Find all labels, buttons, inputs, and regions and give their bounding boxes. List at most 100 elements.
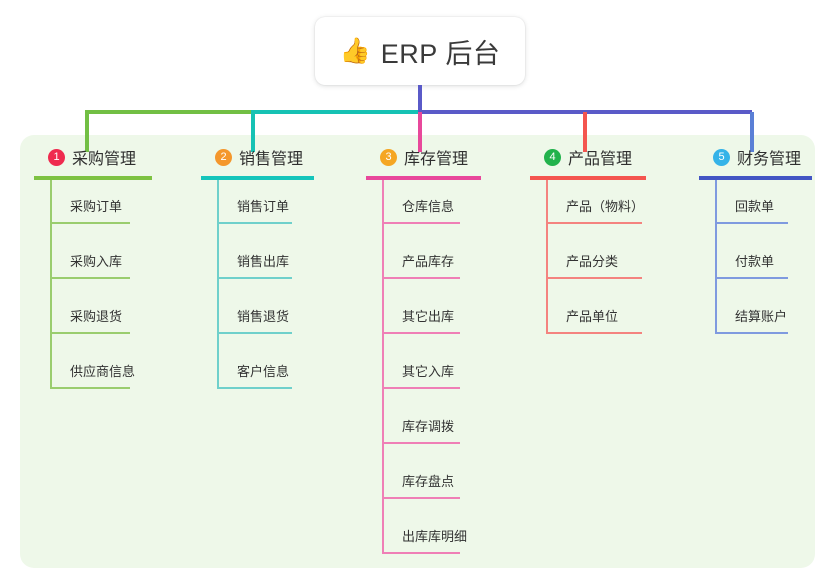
- list-item[interactable]: 产品库存: [364, 235, 481, 290]
- list-item[interactable]: 产品单位: [528, 290, 646, 345]
- list-item-label: 销售订单: [237, 199, 290, 214]
- column-sales: 2 销售管理销售订单销售出库销售退货客户信息: [199, 144, 314, 400]
- item-list-sales: 销售订单销售出库销售退货客户信息: [199, 180, 314, 400]
- list-item[interactable]: 采购订单: [32, 180, 152, 235]
- list-item-rule: [217, 332, 292, 334]
- list-item-label: 采购退货: [70, 309, 123, 324]
- column-header-rule-purchase: [34, 176, 152, 180]
- column-header-rule-product: [530, 176, 646, 180]
- list-item-rule: [50, 222, 130, 224]
- list-item-rule: [217, 222, 292, 224]
- root-title: ERP 后台: [380, 38, 501, 69]
- list-item-rule: [546, 222, 642, 224]
- root-node[interactable]: 👍 ERP 后台: [315, 17, 525, 85]
- column-title-inventory: 库存管理: [404, 151, 469, 168]
- list-item[interactable]: 库存盘点: [364, 455, 481, 510]
- list-item[interactable]: 采购入库: [32, 235, 152, 290]
- drop-inventory: [418, 112, 422, 152]
- list-item-rule: [217, 277, 292, 279]
- number-badge-inventory: 3: [380, 148, 397, 166]
- list-item-label: 客户信息: [237, 364, 290, 379]
- item-list-purchase: 采购订单采购入库采购退货供应商信息: [32, 180, 152, 400]
- column-header-rule-finance: [699, 176, 812, 180]
- list-item-rule: [715, 277, 788, 279]
- number-badge-sales: 2: [215, 148, 232, 166]
- column-title-product: 产品管理: [568, 151, 633, 168]
- spine-purchase: [50, 180, 52, 389]
- column-header-inventory[interactable]: 3 库存管理: [364, 144, 481, 170]
- list-item[interactable]: 产品分类: [528, 235, 646, 290]
- list-item-label: 产品单位: [566, 309, 619, 324]
- thumbs-up-icon: 👍: [339, 36, 371, 65]
- column-header-purchase[interactable]: 1 采购管理: [32, 144, 152, 170]
- list-item-rule: [382, 222, 460, 224]
- list-item-label: 供应商信息: [70, 364, 136, 379]
- spine-finance: [715, 180, 717, 334]
- list-item-rule: [50, 387, 130, 389]
- list-item[interactable]: 销售出库: [199, 235, 314, 290]
- column-product: 4 产品管理产品（物料） 产品分类产品单位: [528, 144, 646, 345]
- item-list-finance: 回款单付款单结算账户: [697, 180, 812, 345]
- list-item[interactable]: 出库库明细: [364, 510, 481, 565]
- list-item-rule: [217, 387, 292, 389]
- segment-green: [85, 110, 253, 114]
- diagram-panel: [20, 135, 815, 568]
- root-trunk-connector: [418, 85, 422, 112]
- item-list-inventory: 仓库信息产品库存其它出库其它入库库存调拨库存盘点出库库明细: [364, 180, 481, 565]
- list-item-label: 其它出库: [402, 309, 455, 324]
- number-badge-product: 4: [544, 148, 561, 166]
- list-item-label: 产品（物料）: [566, 199, 645, 214]
- column-header-sales[interactable]: 2 销售管理: [199, 144, 314, 170]
- list-item[interactable]: 供应商信息: [32, 345, 152, 400]
- list-item-rule: [382, 497, 460, 499]
- list-item-label: 采购订单: [70, 199, 123, 214]
- spine-inventory: [382, 180, 384, 554]
- list-item[interactable]: 销售退货: [199, 290, 314, 345]
- list-item-label: 销售出库: [237, 254, 290, 269]
- list-item-rule: [382, 552, 460, 554]
- list-item-label: 仓库信息: [402, 199, 455, 214]
- list-item[interactable]: 采购退货: [32, 290, 152, 345]
- list-item-label: 付款单: [735, 254, 775, 269]
- list-item[interactable]: 销售订单: [199, 180, 314, 235]
- list-item[interactable]: 库存调拨: [364, 400, 481, 455]
- number-badge-purchase: 1: [48, 148, 65, 166]
- list-item-label: 产品分类: [566, 254, 619, 269]
- list-item-label: 出库库明细: [402, 529, 468, 544]
- list-item-label: 销售退货: [237, 309, 290, 324]
- list-item-rule: [50, 332, 130, 334]
- list-item[interactable]: 回款单: [697, 180, 812, 235]
- list-item-label: 产品库存: [402, 254, 455, 269]
- list-item-rule: [546, 277, 642, 279]
- list-item-label: 采购入库: [70, 254, 123, 269]
- drop-product: [583, 112, 587, 152]
- list-item[interactable]: 仓库信息: [364, 180, 481, 235]
- list-item[interactable]: 产品（物料）: [528, 180, 646, 235]
- spine-product: [546, 180, 548, 334]
- list-item[interactable]: 客户信息: [199, 345, 314, 400]
- column-header-rule-sales: [201, 176, 314, 180]
- list-item[interactable]: 其它出库: [364, 290, 481, 345]
- list-item[interactable]: 其它入库: [364, 345, 481, 400]
- list-item-rule: [382, 387, 460, 389]
- list-item[interactable]: 结算账户: [697, 290, 812, 345]
- list-item-rule: [715, 222, 788, 224]
- list-item-label: 库存调拨: [402, 419, 455, 434]
- drop-finance: [750, 112, 754, 152]
- column-header-product[interactable]: 4 产品管理: [528, 144, 646, 170]
- list-item-label: 结算账户: [735, 309, 788, 324]
- column-inventory: 3 库存管理仓库信息产品库存其它出库其它入库库存调拨库存盘点出库库明细: [364, 144, 481, 565]
- list-item[interactable]: 付款单: [697, 235, 812, 290]
- list-item-rule: [50, 277, 130, 279]
- list-item-label: 库存盘点: [402, 474, 455, 489]
- segment-teal: [251, 110, 420, 114]
- drop-purchase: [85, 112, 89, 152]
- column-title-sales: 销售管理: [239, 151, 304, 168]
- spine-sales: [217, 180, 219, 389]
- column-title-purchase: 采购管理: [72, 151, 137, 168]
- list-item-rule: [382, 442, 460, 444]
- drop-sales: [251, 112, 255, 152]
- list-item-rule: [382, 332, 460, 334]
